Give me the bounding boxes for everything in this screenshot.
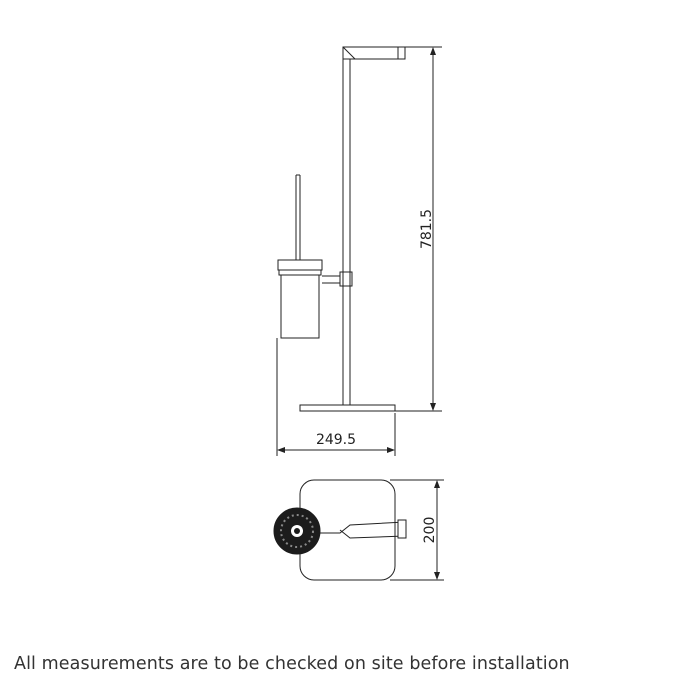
base-plate [299, 404, 396, 412]
measurement-disclaimer: All measurements are to be checked on si… [14, 654, 570, 674]
roll-holder-arm [342, 46, 406, 60]
depth-dimension [390, 479, 444, 581]
plan-arm [318, 519, 407, 539]
width-dimension-label: 249.5 [316, 432, 356, 448]
depth-dimension-label: 200 [422, 517, 438, 544]
height-dimension-label: 781.5 [419, 209, 435, 249]
height-dimension [395, 46, 442, 412]
front-elevation [276, 46, 442, 456]
upright-pole [339, 59, 353, 405]
width-dimension [276, 338, 396, 456]
plan-brush-disc [273, 507, 321, 555]
brush-holder-cup [277, 259, 340, 339]
product-technical-drawing: 781.5 249.5 200 [273, 46, 444, 581]
toilet-brush-handle [295, 174, 301, 260]
plan-view [273, 479, 444, 581]
